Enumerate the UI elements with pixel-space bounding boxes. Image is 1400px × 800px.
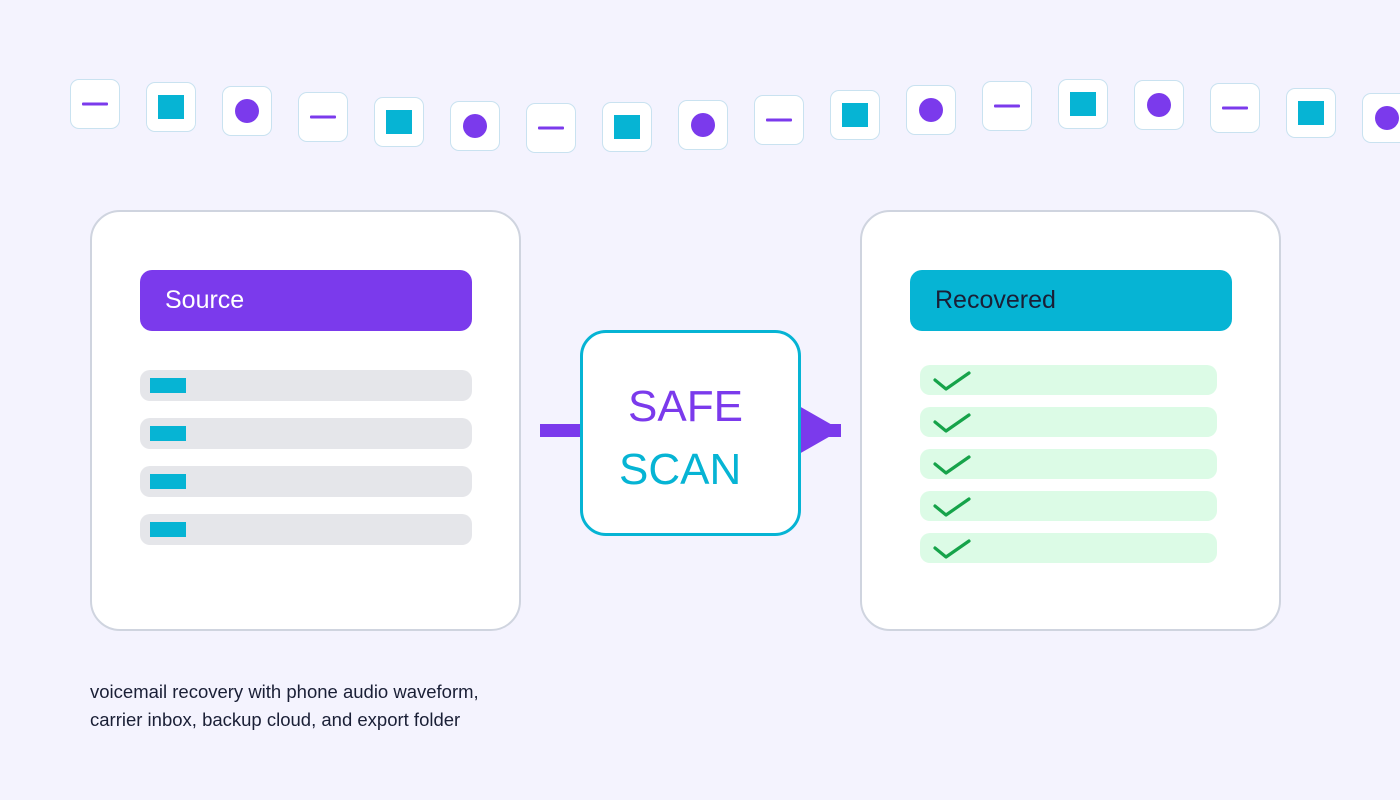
check-icon xyxy=(933,413,971,433)
dot-icon xyxy=(1147,93,1171,117)
scan-label-line-1: SAFE xyxy=(628,382,743,431)
dash-icon xyxy=(994,104,1020,108)
square-icon xyxy=(386,110,412,134)
dot-icon xyxy=(235,99,259,123)
caption-line-2: carrier inbox, backup cloud, and export … xyxy=(90,709,461,730)
square-icon xyxy=(1298,101,1324,125)
strip-tile xyxy=(1058,79,1108,129)
check-icon xyxy=(933,497,971,517)
check-icon xyxy=(933,371,971,391)
dot-icon xyxy=(919,98,943,122)
strip-tile xyxy=(70,79,120,129)
scan-label-line-2: SCAN xyxy=(619,445,742,494)
square-icon xyxy=(158,95,184,119)
strip-tile xyxy=(298,92,348,142)
square-icon xyxy=(614,115,640,139)
dash-icon xyxy=(1222,106,1248,110)
dot-icon xyxy=(691,113,715,137)
strip-tile xyxy=(906,85,956,135)
recovered-row xyxy=(920,533,1217,563)
row-marker xyxy=(150,378,186,393)
recovered-row xyxy=(920,365,1217,395)
dash-icon xyxy=(766,118,792,122)
strip-tile xyxy=(526,103,576,153)
dot-icon xyxy=(1375,106,1399,130)
dash-icon xyxy=(310,115,336,119)
row-marker xyxy=(150,474,186,489)
strip-tile xyxy=(830,90,880,140)
square-icon xyxy=(1070,92,1096,116)
strip-tile xyxy=(450,101,500,151)
check-icon xyxy=(933,539,971,559)
strip-tile xyxy=(678,100,728,150)
source-header: Source xyxy=(140,270,472,331)
strip-tile xyxy=(374,97,424,147)
dash-icon xyxy=(82,102,108,106)
flow-connector-left xyxy=(540,424,582,437)
source-row xyxy=(140,466,472,497)
diagram-caption: voicemail recovery with phone audio wave… xyxy=(90,678,610,734)
row-marker xyxy=(150,522,186,537)
dot-icon xyxy=(463,114,487,138)
strip-tile xyxy=(982,81,1032,131)
source-panel: Source xyxy=(90,210,521,631)
recovered-row xyxy=(920,407,1217,437)
safe-scan-box: SAFE SCAN xyxy=(580,330,801,536)
strip-tile xyxy=(602,102,652,152)
recovered-row xyxy=(920,449,1217,479)
strip-tile xyxy=(146,82,196,132)
source-row xyxy=(140,514,472,545)
caption-line-1: voicemail recovery with phone audio wave… xyxy=(90,681,479,702)
strip-tile xyxy=(222,86,272,136)
strip-tile xyxy=(1286,88,1336,138)
icon-tile-strip xyxy=(0,0,1400,170)
arrow-right-icon xyxy=(799,406,841,454)
recovered-header: Recovered xyxy=(910,270,1232,331)
strip-tile xyxy=(1362,93,1400,143)
dash-icon xyxy=(538,126,564,130)
row-marker xyxy=(150,426,186,441)
strip-tile xyxy=(1210,83,1260,133)
strip-tile xyxy=(754,95,804,145)
source-row xyxy=(140,370,472,401)
square-icon xyxy=(842,103,868,127)
source-row xyxy=(140,418,472,449)
recovered-row xyxy=(920,491,1217,521)
check-icon xyxy=(933,455,971,475)
strip-tile xyxy=(1134,80,1184,130)
recovered-panel: Recovered xyxy=(860,210,1281,631)
